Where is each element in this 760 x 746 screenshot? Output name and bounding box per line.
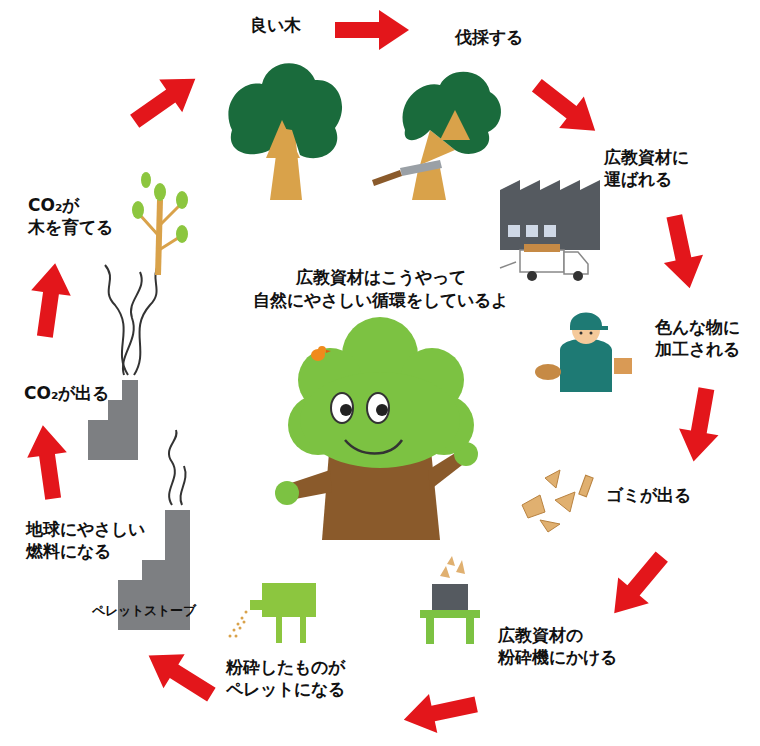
factory-truck xyxy=(500,180,600,281)
step-label: CO₂が 木を育てる xyxy=(28,194,113,238)
step-label: CO₂が出る xyxy=(24,382,109,404)
co2-building xyxy=(88,262,160,460)
step-label: ペレットストーブ xyxy=(92,603,196,620)
good-tree xyxy=(228,63,342,200)
tree-character xyxy=(275,317,478,540)
cycle-arrows xyxy=(23,10,726,739)
pellet-machine xyxy=(229,583,317,643)
step-label: 広教資材に 運ばれる xyxy=(604,146,689,190)
felled-tree xyxy=(372,72,501,200)
step-label: ゴミが出る xyxy=(606,484,691,506)
grinder xyxy=(420,556,480,644)
step-label: 伐採する xyxy=(455,26,523,48)
step-label: 広教資材の 粉砕機にかける xyxy=(498,624,617,668)
step-label: 良い木 xyxy=(250,14,301,36)
worker xyxy=(535,313,632,393)
center-heading: 広教資材はこうやって 自然にやさしい循環をしているよ xyxy=(253,266,508,312)
sapling xyxy=(132,172,188,275)
wood-waste xyxy=(522,470,593,532)
step-label: 粉砕したものが ペレットになる xyxy=(226,656,345,700)
step-label: 色んな物に 加工される xyxy=(655,316,740,360)
step-label: 地球にやさしい 燃料になる xyxy=(26,518,145,562)
